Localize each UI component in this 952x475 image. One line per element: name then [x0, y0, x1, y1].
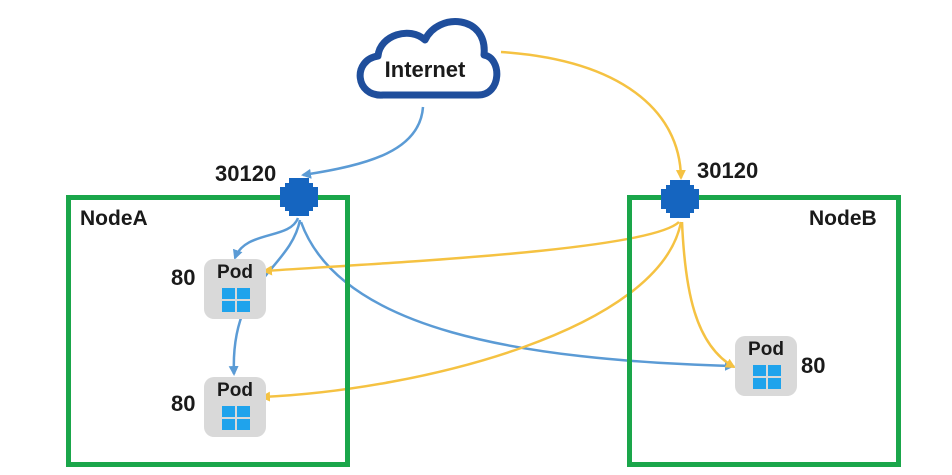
blue-path-nodea-to-pod1 [232, 217, 300, 260]
yellow-path-internet-to-nodeb [500, 50, 686, 180]
blue-path-nodea-to-podb [299, 221, 735, 371]
yellow-path-nodeb-to-pod1 [262, 221, 680, 276]
nodeb-label: NodeB [809, 207, 877, 230]
pod-nodea-1-port: 80 [171, 265, 196, 290]
pod-label: Pod [748, 339, 784, 360]
internet-label: Internet [384, 57, 466, 82]
yellow-path-nodeb-to-pod2 [260, 221, 683, 402]
pod-nodea-2-port: 80 [171, 391, 196, 416]
internet-cloud-icon [356, 18, 501, 99]
nodeb-box [627, 195, 901, 467]
pod-nodea-1: Pod [204, 259, 266, 319]
pod-nodeb-port: 80 [801, 353, 826, 378]
pod-label: Pod [217, 380, 253, 401]
nodea-port-label: 30120 [215, 161, 277, 186]
pod-label: Pod [217, 262, 253, 283]
yellow-path-nodeb-to-podb [680, 221, 736, 369]
container-grid-icon [222, 406, 250, 430]
container-grid-icon [222, 288, 250, 312]
pod-nodea-2: Pod [204, 377, 266, 437]
container-grid-icon [753, 365, 781, 389]
nodea-box [66, 195, 350, 467]
nodea-label: NodeA [80, 207, 148, 230]
nodeb-port-label: 30120 [697, 158, 759, 183]
blue-path-internet-to-nodea [301, 106, 425, 179]
pod-nodeb: Pod [735, 336, 797, 396]
